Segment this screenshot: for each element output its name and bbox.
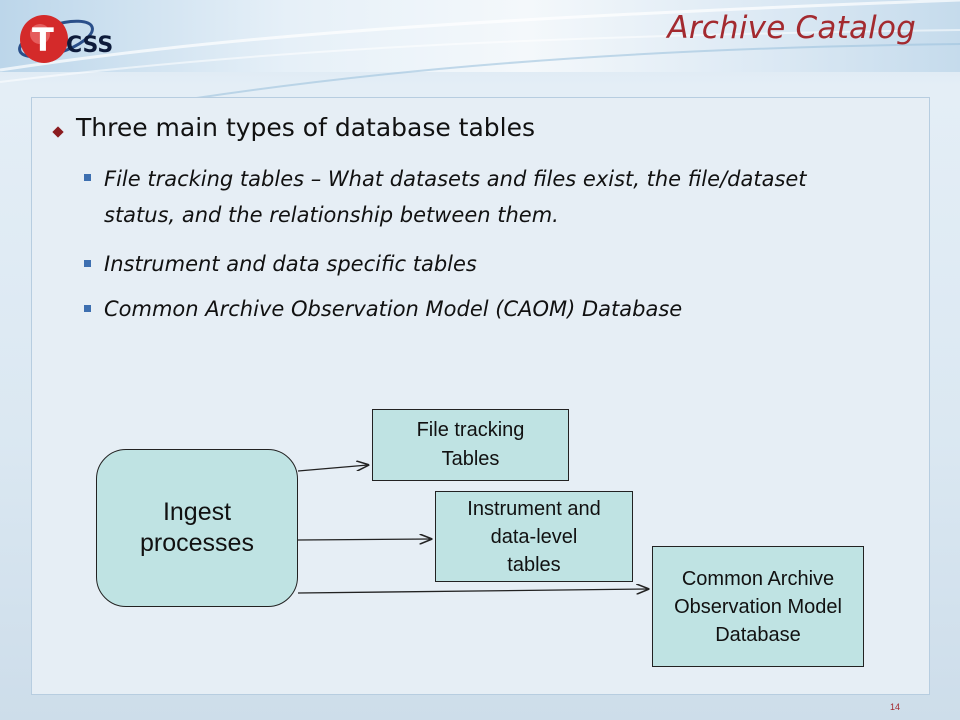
header-band — [0, 0, 960, 72]
slide-title: Archive Catalog — [667, 10, 916, 46]
sub-item-instrument: Instrument and data specific tables — [104, 252, 477, 276]
sub-item-caom: Common Archive Observation Model (CAOM) … — [104, 297, 683, 321]
square-bullet-icon — [84, 305, 91, 312]
tcss-logo: T CSS — [10, 6, 130, 66]
header-swoosh — [0, 0, 960, 110]
arrow-to-caom — [297, 589, 648, 593]
caom-database-box: Common Archive Observation Model Databas… — [652, 546, 864, 667]
main-bullet-text: Three main types of database tables — [76, 113, 536, 142]
svg-text:CSS: CSS — [66, 33, 113, 58]
file-tracking-tables-box: File tracking Tables — [372, 409, 569, 481]
ingest-processes-box: Ingest processes — [96, 449, 298, 607]
page-number: 14 — [890, 702, 901, 712]
square-bullet-icon — [84, 174, 91, 181]
svg-text:T: T — [32, 21, 54, 59]
sub-item-file-tracking: File tracking tables – What datasets and… — [104, 167, 807, 227]
square-bullet-icon — [84, 260, 91, 267]
arrow-to-instrument — [297, 539, 431, 540]
arrow-to-file-tracking — [297, 465, 368, 472]
instrument-data-tables-box: Instrument and data-level tables — [435, 491, 633, 582]
